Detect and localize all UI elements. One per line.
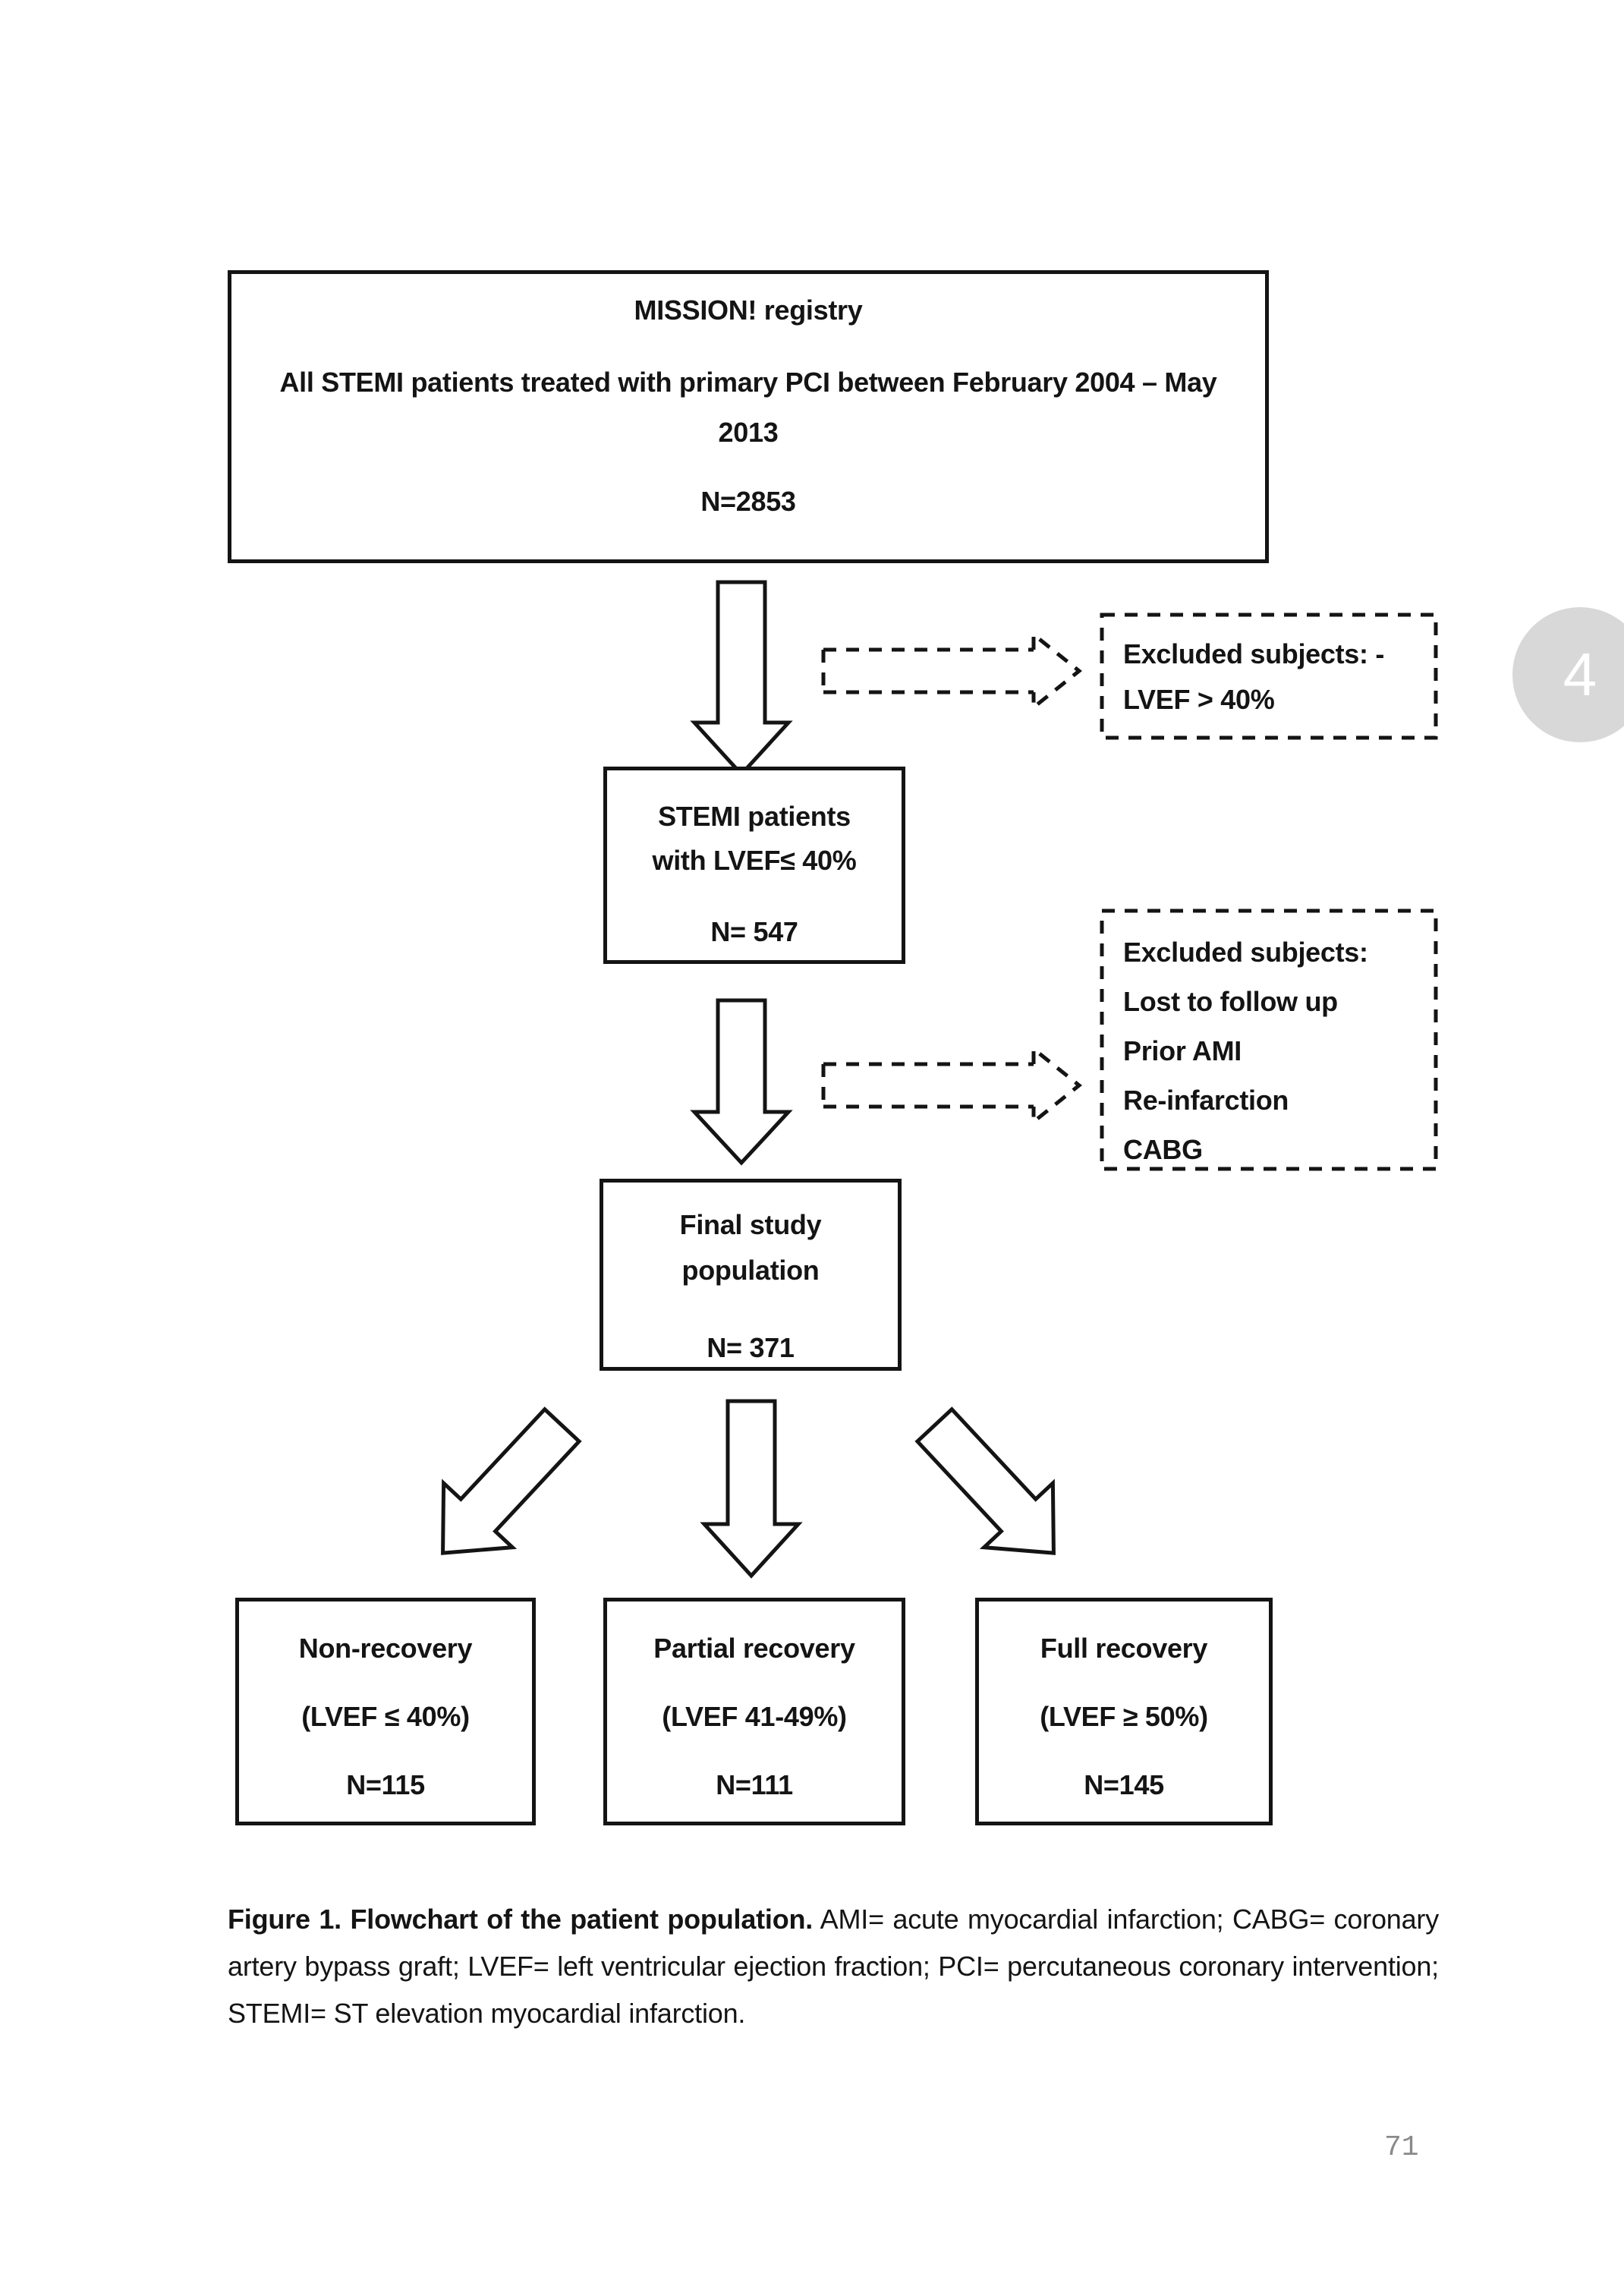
registry-box: MISSION! registry All STEMI patients tre… [228, 270, 1269, 563]
excluded-1-line: Excluded subjects: - [1123, 638, 1385, 669]
excluded-2-line: CABG [1123, 1134, 1203, 1165]
arrow-diagonal-left-icon [441, 1406, 582, 1555]
stemi-box: STEMI patients with LVEF≤ 40% N= 547 [603, 767, 905, 964]
excluded-box-2: Excluded subjects: Lost to follow up Pri… [1123, 927, 1368, 1174]
figure-caption-lead: Figure 1. Flowchart of the patient popul… [228, 1904, 814, 1935]
outcome-n: N=145 [1084, 1769, 1164, 1800]
outcome-label: Non-recovery [298, 1633, 473, 1664]
excluded-2-line: Re-infarction [1123, 1085, 1289, 1116]
dashed-arrow-right-icon [821, 630, 1083, 712]
arrow-diagonal-right-icon [914, 1406, 1056, 1555]
outcome-box-full-recovery: Full recovery (LVEF ≥ 50%) N=145 [975, 1598, 1273, 1825]
outcome-n: N=111 [716, 1769, 793, 1800]
arrow-down-icon [690, 580, 793, 777]
outcome-n: N=115 [346, 1769, 425, 1800]
registry-subtitle: All STEMI patients treated with primary … [279, 367, 1217, 448]
dashed-arrow-right-icon [821, 1044, 1083, 1126]
final-line1: Final study [679, 1209, 822, 1240]
outcome-criteria: (LVEF 41-49%) [662, 1701, 847, 1732]
outcome-box-partial-recovery: Partial recovery (LVEF 41-49%) N=111 [603, 1598, 905, 1825]
excluded-box-2-border [1100, 909, 1438, 1171]
excluded-2-line: Lost to follow up [1123, 986, 1338, 1017]
excluded-2-line: Prior AMI [1123, 1035, 1242, 1066]
stemi-line2: with LVEF≤ 40% [652, 845, 857, 876]
page-number: 71 [1384, 2131, 1419, 2164]
figure-caption: Figure 1. Flowchart of the patient popul… [228, 1896, 1439, 2037]
excluded-box-1: Excluded subjects: - LVEF > 40% [1123, 631, 1384, 723]
arrow-down-icon [700, 1399, 803, 1579]
final-line2: population [681, 1255, 820, 1286]
outcome-label: Partial recovery [653, 1633, 855, 1664]
excluded-box-1-border [1100, 613, 1438, 740]
outcome-criteria: (LVEF ≤ 40%) [301, 1701, 470, 1732]
registry-n: N=2853 [700, 486, 796, 517]
final-n: N= 371 [707, 1332, 795, 1363]
excluded-1-line: LVEF > 40% [1123, 684, 1275, 715]
chapter-tab-badge: 4 [1512, 607, 1624, 742]
stemi-n: N= 547 [710, 916, 798, 947]
arrow-down-icon [690, 998, 793, 1166]
excluded-2-line: Excluded subjects: [1123, 937, 1368, 968]
outcome-label: Full recovery [1040, 1633, 1208, 1664]
final-population-box: Final study population N= 371 [600, 1179, 902, 1371]
registry-title: MISSION! registry [634, 294, 863, 326]
chapter-number: 4 [1563, 641, 1597, 708]
stemi-line1: STEMI patients [658, 801, 851, 832]
outcome-criteria: (LVEF ≥ 50%) [1040, 1701, 1208, 1732]
figure-caption-body: AMI= acute myocardial infarction; CABG= … [228, 1904, 1440, 2029]
outcome-box-non-recovery: Non-recovery (LVEF ≤ 40%) N=115 [235, 1598, 536, 1825]
